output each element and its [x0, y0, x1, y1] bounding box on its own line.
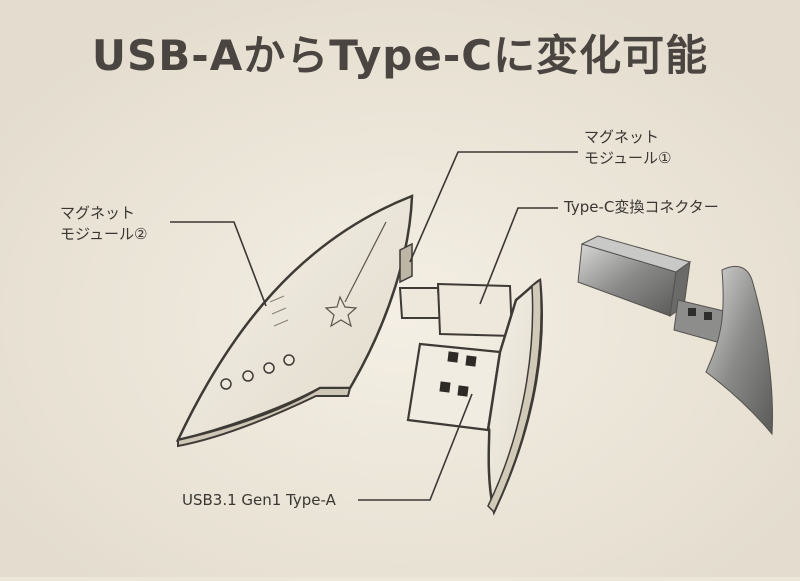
label-magnet-module-1-line1: マグネット — [584, 128, 660, 146]
leader-usba — [358, 393, 473, 501]
magnet-module-1 — [486, 278, 543, 516]
label-magnet-module-2-line1: マグネット — [60, 204, 136, 222]
leader-typec — [479, 207, 558, 305]
leader-lines — [170, 151, 578, 501]
label-usb-a: USB3.1 Gen1 Type-A — [182, 491, 336, 509]
label-typec-converter: Type-C変換コネクター — [564, 198, 719, 216]
label-magnet-module-2: マグネット モジュール② — [60, 203, 147, 245]
leader-magnet1 — [409, 151, 578, 263]
label-magnet-module-2-line2: モジュール② — [60, 225, 148, 243]
typec-converter — [398, 282, 514, 338]
leader-magnet2 — [170, 221, 267, 307]
label-magnet-module-1: マグネット モジュール① — [584, 127, 671, 169]
usb-a-plug — [406, 342, 502, 432]
page-title: USB-AからType-Cに変化可能 — [91, 31, 709, 80]
magnet-module-2 — [175, 194, 414, 448]
label-magnet-module-1-line2: モジュール① — [584, 149, 672, 167]
metal-drive-photo — [577, 235, 773, 436]
